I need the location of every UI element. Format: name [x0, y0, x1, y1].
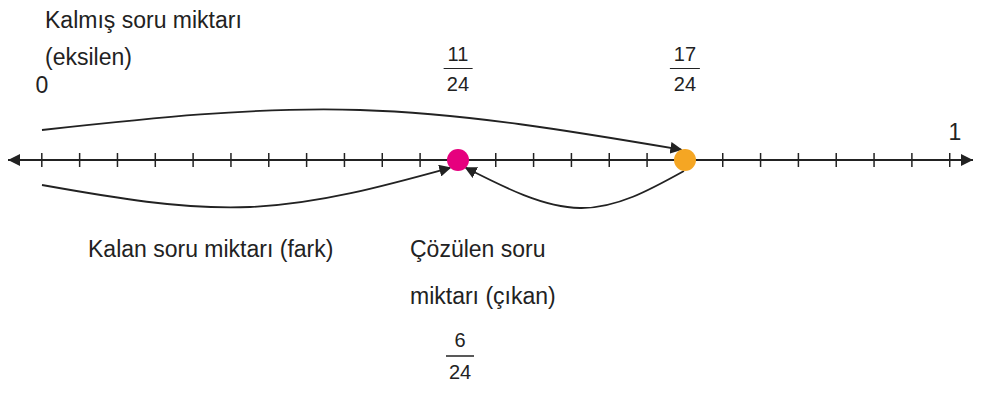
curved-arrow: [42, 109, 681, 149]
tick-mark: [155, 153, 157, 167]
tick-mark: [382, 153, 384, 167]
edge-label: Kalan soru miktarı (fark): [88, 226, 333, 273]
tick-mark: [306, 153, 308, 167]
tick-mark: [911, 153, 913, 167]
curved-arrow: [466, 168, 684, 208]
node-text-group: 1124: [444, 42, 473, 96]
edge-label: Çözülen soru miktarı (çıkan): [410, 226, 610, 320]
connector-group: [42, 109, 684, 208]
fraction-numerator: 17: [670, 42, 700, 69]
edge-label: Kalmış soru miktarı (eksilen): [45, 2, 275, 76]
fraction-bar: [446, 355, 474, 357]
label-box: 6: [430, 328, 490, 352]
curved-arrow: [42, 168, 450, 208]
tick-mark: [79, 153, 81, 167]
fraction-numerator: 6: [430, 328, 490, 352]
tick-mark: [646, 153, 648, 167]
edge-label-box: Çözülen soru miktarı (çıkan): [410, 226, 610, 320]
tick-mark: [949, 153, 951, 167]
tick-mark: [873, 153, 875, 167]
label-box: 1: [925, 120, 981, 144]
node-text-group: 1724: [670, 42, 700, 96]
node-text-group: 0: [36, 73, 49, 97]
tick-mark: [609, 153, 611, 167]
tick-mark: [495, 153, 497, 167]
tick-mark: [268, 153, 270, 167]
axis-end-number: 1: [925, 120, 981, 144]
tick-marks: [42, 153, 950, 167]
tick-mark: [835, 153, 837, 167]
tick-mark: [117, 153, 119, 167]
fraction-denominator: 24: [430, 360, 490, 384]
tick-mark: [419, 153, 421, 167]
fraction-denominator: 24: [444, 72, 473, 96]
fraction-numerator: 11: [444, 42, 473, 69]
tick-mark: [192, 153, 194, 167]
edge-label-box: Kalan soru miktarı (fark): [88, 226, 333, 273]
tick-mark: [533, 153, 535, 167]
pink-dot: 1124: [447, 149, 469, 171]
tick-mark: [344, 153, 346, 167]
axis-number: 0: [36, 73, 49, 97]
fraction-denominator: 24: [670, 72, 700, 96]
tick-mark: [41, 153, 43, 167]
tick-mark: [760, 153, 762, 167]
origin-point: 0: [37, 130, 47, 185]
tick-mark: [230, 153, 232, 167]
tick-mark: [722, 153, 724, 167]
label-box: 24: [430, 360, 490, 384]
number-line-axis: [8, 159, 973, 161]
orange-dot: 1724: [674, 149, 696, 171]
tick-mark: [798, 153, 800, 167]
tick-mark: [571, 153, 573, 167]
edge-label-box: Kalmış soru miktarı (eksilen): [45, 2, 275, 76]
